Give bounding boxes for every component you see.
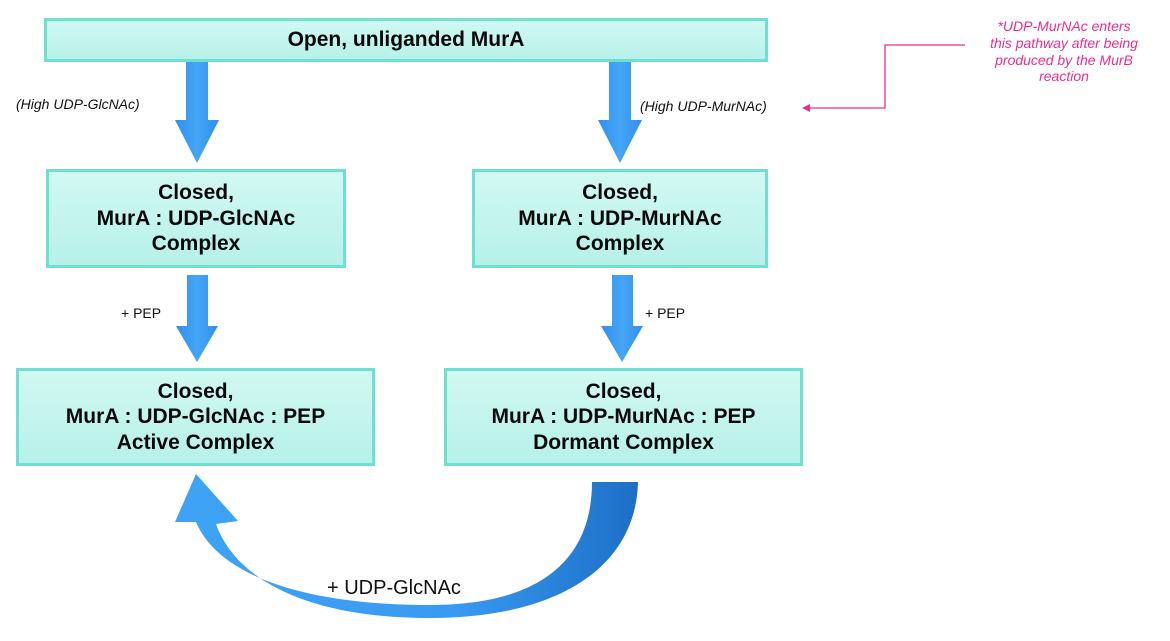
node-mura-udp-glcnac-complex: Closed, MurA : UDP-GlcNAc Complex <box>46 169 346 268</box>
node-line: MurA : UDP-GlcNAc : PEP <box>65 405 326 429</box>
edge-label-left-pep: + PEP <box>121 305 162 321</box>
note-line: reaction <box>1039 68 1089 85</box>
node-open-unliganded-mura: Open, unliganded MurA <box>44 18 768 62</box>
note-line: produced by the MurB <box>995 51 1133 68</box>
arrow-left-pep <box>176 275 218 362</box>
node-active-complex: Closed, MurA : UDP-GlcNAc : PEP Active C… <box>16 368 375 466</box>
node-line: Closed, <box>585 379 662 403</box>
arrow-top-to-left <box>175 62 219 163</box>
node-dormant-complex: Closed, MurA : UDP-MurNAc : PEP Dormant … <box>444 368 803 466</box>
node-line: Open, unliganded MurA <box>287 28 525 52</box>
node-line: Closed, <box>157 379 234 403</box>
node-line: MurA : UDP-MurNAc <box>518 206 722 230</box>
murb-note: *UDP-MurNAc enters this pathway after be… <box>958 18 1170 85</box>
node-line: MurA : UDP-GlcNAc <box>96 206 296 230</box>
node-line: Closed, <box>158 181 234 205</box>
arrow-right-pep <box>601 275 643 362</box>
note-line: *UDP-MurNAc enters <box>997 18 1131 34</box>
node-line: MurA : UDP-MurNAc : PEP <box>491 405 756 429</box>
node-line: Active Complex <box>116 430 275 454</box>
edge-label-udp-glcnac: + UDP-GlcNAc <box>327 577 461 599</box>
node-line: Closed, <box>582 181 658 205</box>
arrow-top-to-right <box>598 62 642 163</box>
node-line: Complex <box>151 232 241 256</box>
edge-label-right-pep: + PEP <box>645 305 686 321</box>
note-line: this pathway after being <box>990 34 1138 51</box>
node-line: Dormant Complex <box>533 430 714 454</box>
node-mura-udp-murnac-complex: Closed, MurA : UDP-MurNAc Complex <box>472 169 768 268</box>
edge-label-high-udp-glcnac: (High UDP-GlcNAc) <box>16 96 140 112</box>
node-line: Complex <box>575 232 665 256</box>
note-pointer-arrowhead <box>802 104 810 112</box>
note-pointer-line <box>808 44 965 109</box>
edge-label-high-udp-murnac: (High UDP-MurNAc) <box>640 98 767 114</box>
